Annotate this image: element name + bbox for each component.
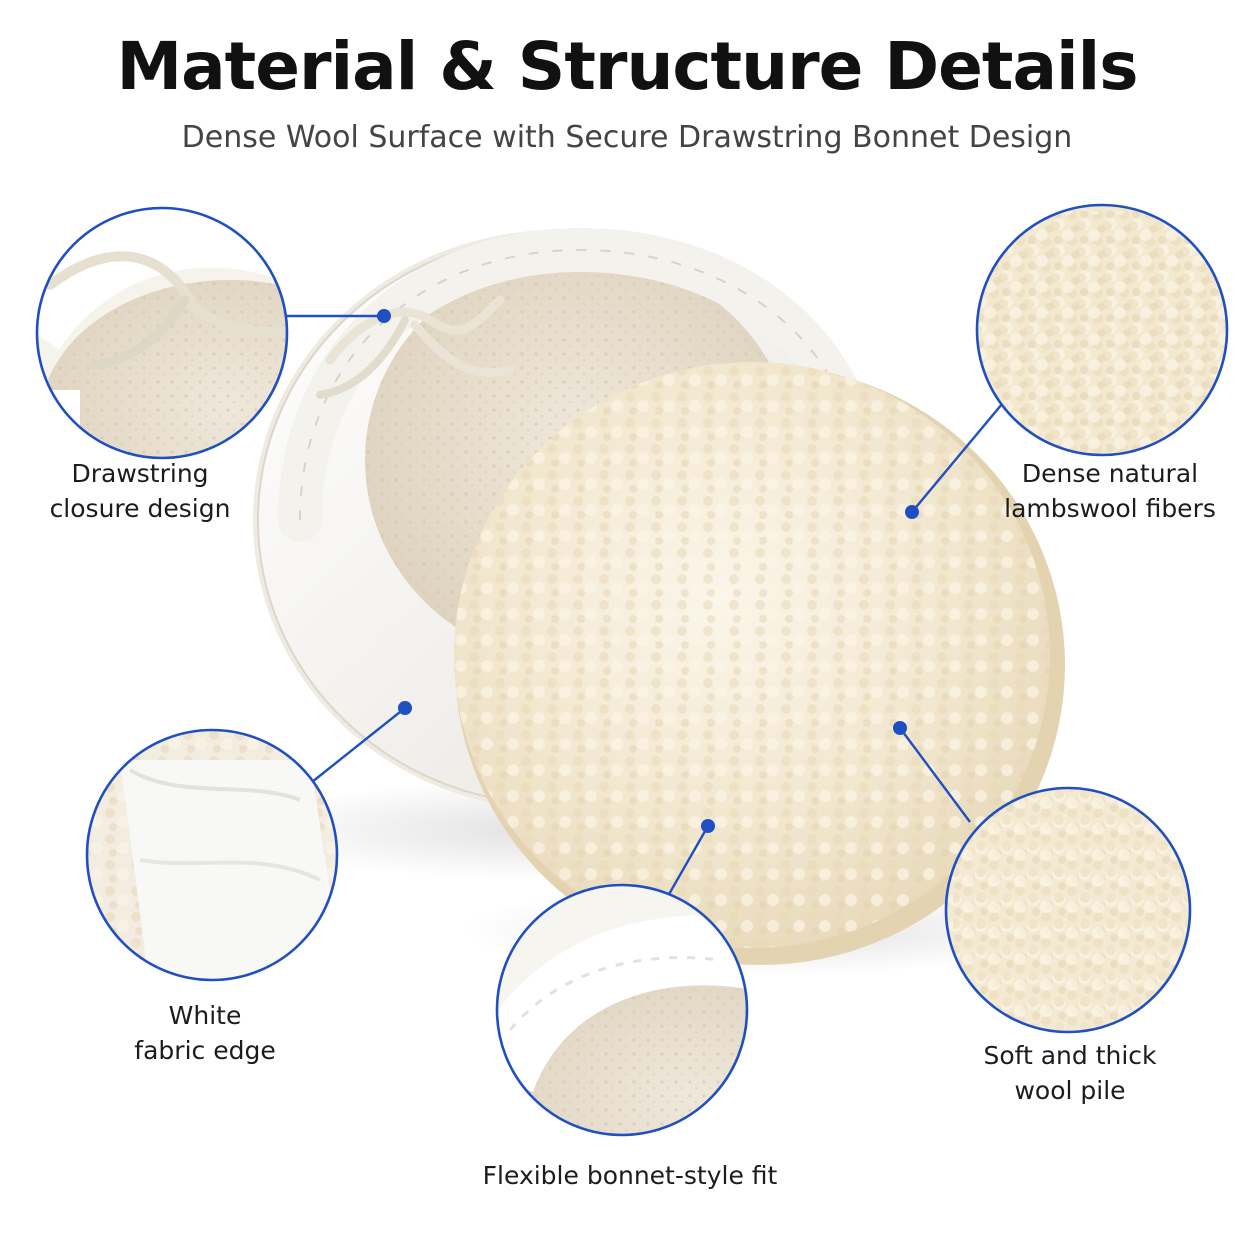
label-bonnet-fit: Flexible bonnet-style fit — [482, 1161, 778, 1190]
callout-dots — [377, 309, 919, 833]
callout-lines — [285, 314, 1013, 897]
wool-front-pad — [454, 362, 1065, 965]
zoom-circle-drawstring — [35, 206, 289, 460]
page-title: Material & Structure Details — [116, 28, 1138, 105]
label-drawstring: Drawstring closure design — [49, 459, 231, 523]
label-fabric-edge: White fabric edge — [134, 1001, 276, 1065]
callout-dot-bonnet-fit — [701, 819, 715, 833]
label-lambswool: Dense natural lambswool fibers — [1004, 459, 1216, 523]
callout-dot-fabric-edge — [398, 701, 412, 715]
callout-dot-wool-pile — [893, 721, 907, 735]
zoom-circle-lambswool — [975, 203, 1229, 457]
callout-dot-lambswool — [905, 505, 919, 519]
page-subtitle: Dense Wool Surface with Secure Drawstrin… — [181, 120, 1073, 155]
callout-dot-drawstring — [377, 309, 391, 323]
zoom-circle-wool-pile — [944, 786, 1192, 1034]
label-wool-pile: Soft and thick wool pile — [983, 1041, 1157, 1105]
zoom-circle-fabric-edge — [85, 728, 339, 982]
zoom-circle-bonnet-fit — [495, 883, 749, 1137]
